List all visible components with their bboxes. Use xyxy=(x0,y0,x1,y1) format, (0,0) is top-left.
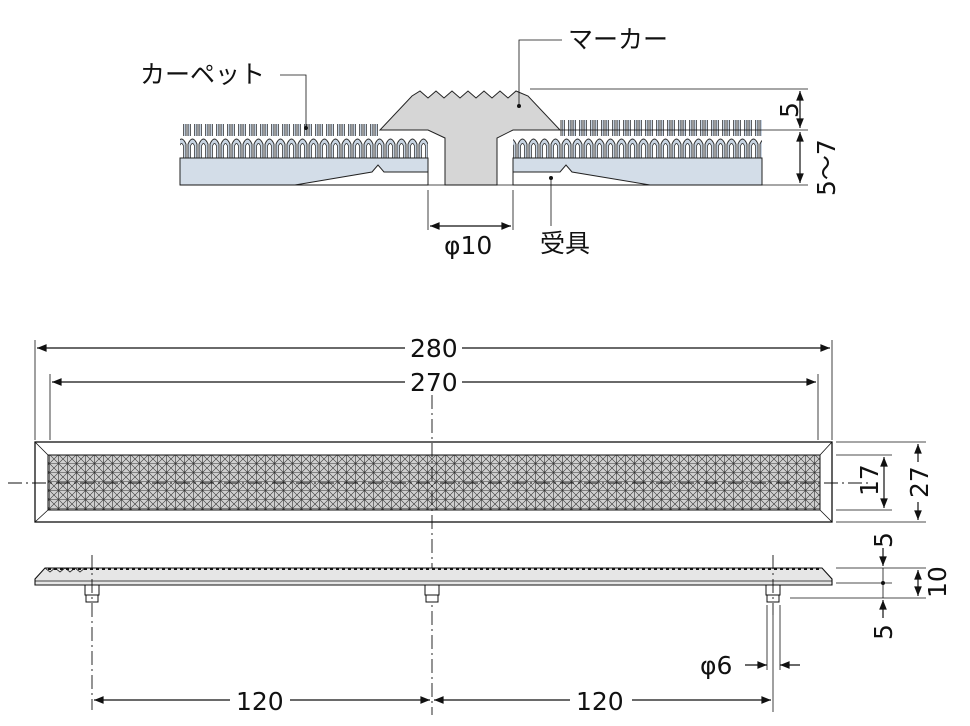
knurled-surface xyxy=(47,454,821,511)
marker-height-dim: 5 xyxy=(775,102,804,118)
pin-diameter-dim: φ6 xyxy=(700,651,732,680)
pattern-length-dim: 270 xyxy=(410,368,458,397)
overall-length-dim: 280 xyxy=(410,334,458,363)
side-bottom-dim: 5 xyxy=(869,624,898,640)
section-dimensions xyxy=(427,88,808,230)
pitch-left-dim: 120 xyxy=(236,687,284,716)
side-height-dim: 10 xyxy=(923,566,952,598)
side-top-dim: 5 xyxy=(869,532,898,548)
cross-section xyxy=(179,90,763,186)
overall-width-dim: 27 xyxy=(905,466,934,498)
carpet-leader xyxy=(280,74,307,128)
plan-view xyxy=(8,340,926,715)
carpet-pile-left-low xyxy=(380,138,428,160)
carpet-thickness-dim: 5～7 xyxy=(812,139,841,196)
receiver-label: 受具 xyxy=(540,229,590,258)
marker-label: マーカー xyxy=(568,25,668,54)
carpet-pile-left xyxy=(180,124,380,160)
pin-center xyxy=(424,584,440,603)
marker-leader xyxy=(518,39,562,106)
carpet-label: カーペット xyxy=(140,60,265,89)
stem-diameter-dim: φ10 xyxy=(444,231,492,260)
side-view xyxy=(34,548,926,712)
carpet-pile-right-low xyxy=(513,138,560,160)
carpet-pile-right xyxy=(560,120,762,160)
pattern-width-dim: 17 xyxy=(855,464,884,496)
pitch-right-dim: 120 xyxy=(576,687,624,716)
